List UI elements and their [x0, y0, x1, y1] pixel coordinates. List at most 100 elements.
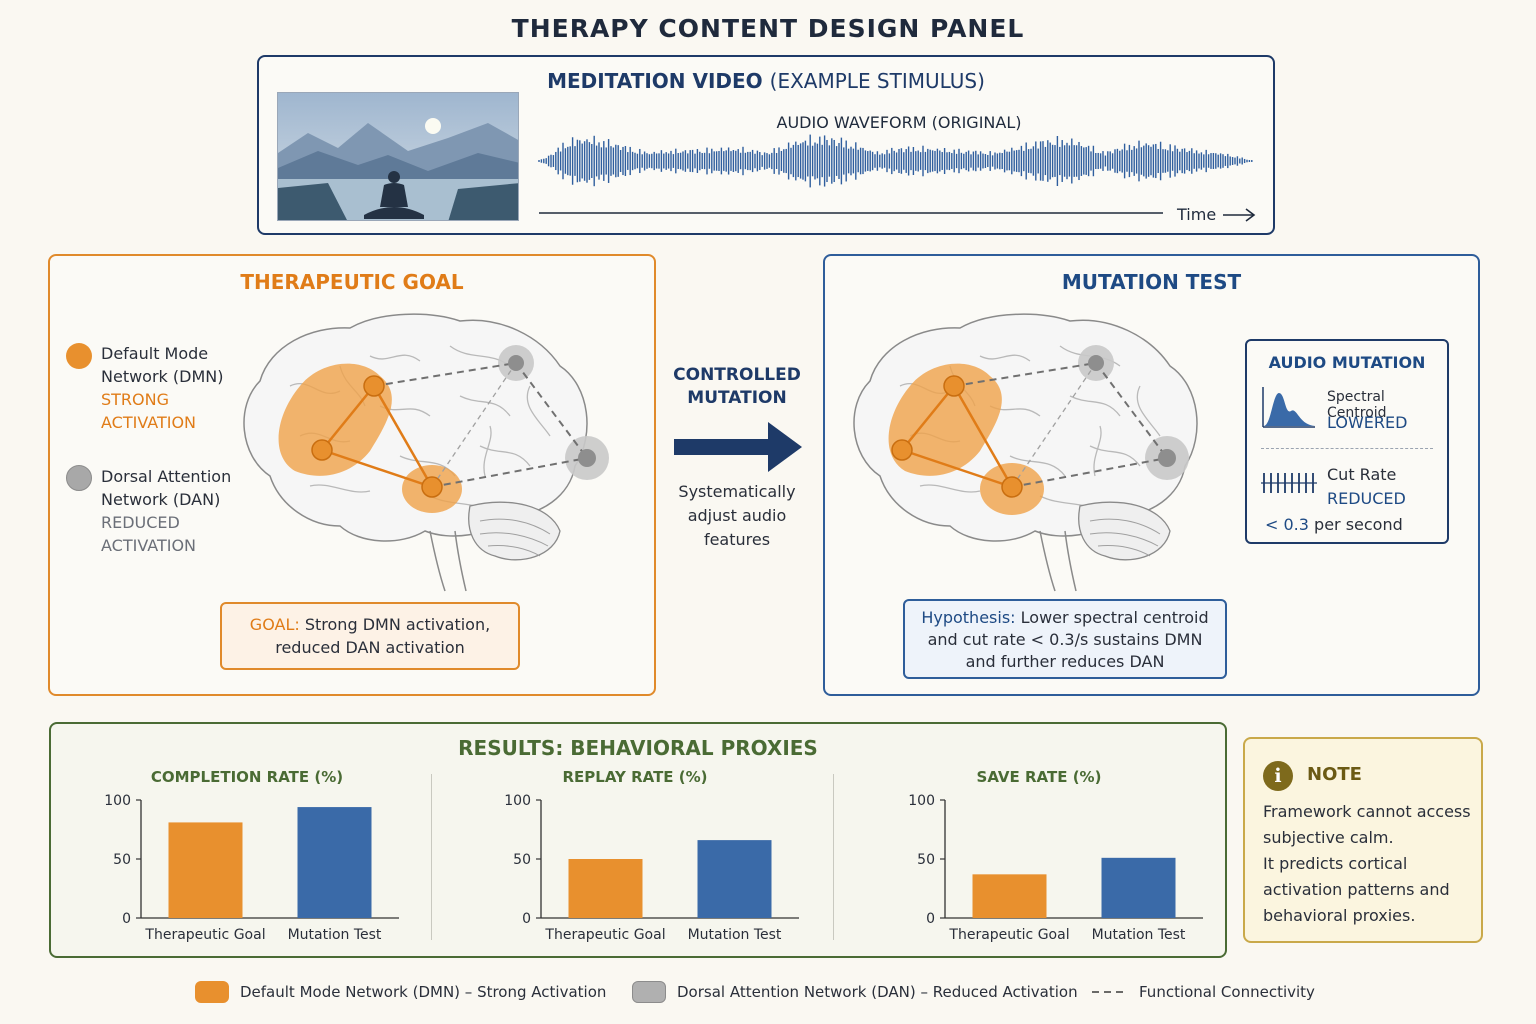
note-title: NOTE [1307, 764, 1362, 785]
chart-divider-1 [431, 774, 432, 940]
meditation-scene-image [278, 93, 518, 220]
dan-marker-icon [66, 465, 92, 491]
info-icon: i [1263, 761, 1293, 791]
hypothesis-line1: Lower spectral centroid [1020, 608, 1209, 627]
goal-text-line2: reduced DAN activation [275, 638, 465, 657]
dmn-label: Default Mode Network (DMN) STRONG ACTIVA… [101, 342, 223, 434]
therapeutic-goal-title: THERAPEUTIC GOAL [240, 270, 464, 294]
adjust-desc-line1: Systematically [678, 482, 796, 501]
dan-label-line2: Network (DAN) [101, 490, 221, 509]
note-text: Framework cannot access subjective calm.… [1263, 799, 1473, 929]
legend-dmn-swatch [195, 981, 229, 1003]
hypothesis-box: Hypothesis: Lower spectral centroid and … [903, 599, 1227, 679]
dan-label-line1: Dorsal Attention [101, 467, 232, 486]
legend-dmn-label: Default Mode Network (DMN) – Strong Acti… [240, 983, 607, 1001]
note-line3: It predicts cortical [1263, 854, 1408, 873]
audio-box-divider [1261, 448, 1433, 449]
cut-rate-number: < 0.3 [1265, 515, 1309, 534]
y-tick-label: 100 [104, 793, 131, 809]
x-tick-label: Mutation Test [1092, 927, 1186, 943]
bar-therapeutic-goal [568, 859, 643, 918]
y-tick-label: 50 [513, 852, 531, 868]
centroid-label: Spectral Centroid [1327, 389, 1387, 421]
spectral-centroid-icon [1262, 387, 1315, 428]
controlled-mutation-label: CONTROLLED MUTATION [662, 364, 812, 410]
bar-mutation-test [697, 840, 772, 918]
chart-title-save: SAVE RATE (%) [976, 768, 1102, 786]
video-title-sub: (EXAMPLE STIMULUS) [769, 69, 985, 93]
controlled-mutation-line1: CONTROLLED [673, 365, 801, 385]
audio-mutation-box: AUDIO MUTATION Spectral Centroid LOWERED… [1245, 339, 1449, 544]
controlled-mutation-line2: MUTATION [687, 388, 787, 408]
dan-label: Dorsal Attention Network (DAN) REDUCED A… [101, 465, 231, 557]
results-panel: RESULTS: BEHAVIORAL PROXIES COMPLETION R… [49, 722, 1227, 958]
mutation-test-panel: MUTATION TEST AUDIO MUTATION Spectral Ce… [823, 254, 1480, 696]
x-tick-label: Mutation Test [288, 927, 382, 943]
hypothesis-line3: and further reduces DAN [965, 652, 1165, 671]
note-line2: subjective calm. [1263, 828, 1394, 847]
note-line5: behavioral proxies. [1263, 906, 1416, 925]
time-axis-label: Time [1177, 205, 1217, 224]
x-tick-label: Therapeutic Goal [544, 927, 665, 943]
bar-therapeutic-goal [972, 874, 1047, 918]
therapeutic-goal-panel: THERAPEUTIC GOAL Default Mode Network (D… [48, 254, 656, 696]
y-tick-label: 0 [926, 911, 935, 927]
y-tick-label: 0 [522, 911, 531, 927]
mutation-arrow-icon [674, 422, 802, 472]
y-tick-label: 100 [908, 793, 935, 809]
centroid-status: LOWERED [1327, 413, 1408, 432]
x-tick-label: Therapeutic Goal [144, 927, 265, 943]
chart-divider-2 [833, 774, 834, 940]
dmn-status-line2: ACTIVATION [101, 413, 197, 432]
video-thumbnail[interactable] [277, 92, 519, 221]
adjust-desc-line3: features [703, 530, 771, 549]
cut-rate-icon [1261, 473, 1317, 493]
mutation-test-title: MUTATION TEST [1061, 270, 1242, 294]
x-tick-label: Therapeutic Goal [948, 927, 1069, 943]
dmn-label-line2: Network (DMN) [101, 367, 224, 386]
dmn-status-line1: STRONG [101, 390, 170, 409]
time-arrow-icon [1223, 208, 1256, 222]
video-panel: MEDITATION VIDEO (EXAMPLE STIMULUS) AUDI… [257, 55, 1275, 235]
video-title: MEDITATION VIDEO (EXAMPLE STIMULUS) [259, 69, 1273, 93]
audio-mutation-title: AUDIO MUTATION [1268, 353, 1426, 372]
goal-text-line1: Strong DMN activation, [304, 615, 491, 634]
audio-waveform [538, 134, 1253, 214]
dmn-label-line1: Default Mode [101, 344, 209, 363]
note-line4: activation patterns and [1263, 880, 1450, 899]
page-title: THERAPY CONTENT DESIGN PANEL [511, 14, 1025, 43]
cut-rate-status: REDUCED [1327, 489, 1406, 508]
legend-connectivity-label: Functional Connectivity [1139, 983, 1315, 1001]
cut-rate-value: < 0.3 per second [1265, 515, 1403, 534]
goal-brain-diagram [243, 313, 609, 592]
dan-status-line1: REDUCED [101, 513, 180, 532]
legend-dan-label: Dorsal Attention Network (DAN) – Reduced… [677, 983, 1078, 1001]
mutation-brain-diagram [853, 313, 1198, 592]
y-tick-label: 0 [122, 911, 131, 927]
results-title: RESULTS: BEHAVIORAL PROXIES [458, 736, 818, 760]
video-title-main: MEDITATION VIDEO [547, 69, 763, 93]
goal-prefix: GOAL: [249, 615, 300, 634]
bar-mutation-test [297, 807, 372, 918]
goal-statement-box: GOAL: Strong DMN activation, reduced DAN… [220, 602, 520, 670]
legend-connectivity-line [1092, 991, 1124, 993]
legend-dan-swatch [632, 981, 666, 1003]
dan-status-line2: ACTIVATION [101, 536, 197, 555]
cut-rate-unit: per second [1314, 515, 1403, 534]
note-line1: Framework cannot access [1263, 802, 1471, 821]
adjust-audio-description: Systematically adjust audio features [662, 480, 812, 552]
hypothesis-line2: and cut rate < 0.3/s sustains DMN [927, 630, 1203, 649]
waveform-label: AUDIO WAVEFORM (ORIGINAL) [776, 113, 1022, 132]
y-tick-label: 50 [917, 852, 935, 868]
chart-title-completion: COMPLETION RATE (%) [150, 768, 344, 786]
x-tick-label: Mutation Test [688, 927, 782, 943]
bar-mutation-test [1101, 857, 1176, 918]
dmn-marker-icon [66, 343, 92, 369]
adjust-desc-line2: adjust audio [687, 506, 787, 525]
bar-therapeutic-goal [168, 822, 243, 918]
y-tick-label: 100 [504, 793, 531, 809]
note-panel: i NOTE Framework cannot access subjectiv… [1243, 737, 1483, 943]
